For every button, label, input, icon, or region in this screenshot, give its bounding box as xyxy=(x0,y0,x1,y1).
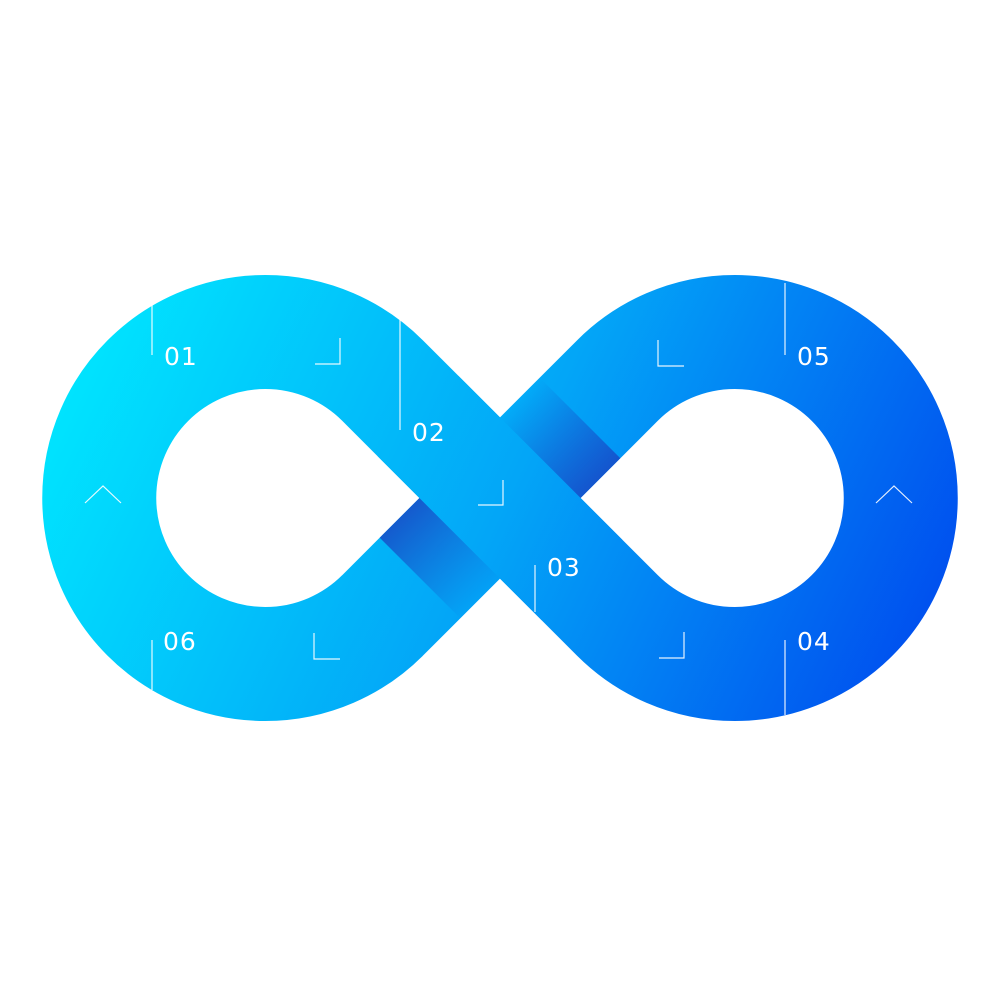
corner-bracket-icon xyxy=(478,480,504,506)
corner-bracket-icon xyxy=(315,338,341,365)
corner-bracket-icon xyxy=(659,632,685,659)
chevron-up-icon xyxy=(875,485,913,504)
chevron-up-icon xyxy=(84,485,122,504)
infinity-band xyxy=(42,275,958,721)
step-label-05: 05 xyxy=(797,342,831,371)
step-label-01: 01 xyxy=(164,342,198,371)
corner-bracket-icon xyxy=(313,633,340,660)
step-label-06: 06 xyxy=(163,627,197,656)
crossing-band-top xyxy=(377,375,623,621)
step-label-04: 04 xyxy=(797,627,831,656)
step-label-03: 03 xyxy=(547,553,581,582)
corner-bracket-icon xyxy=(657,340,684,367)
step-label-02: 02 xyxy=(412,418,446,447)
